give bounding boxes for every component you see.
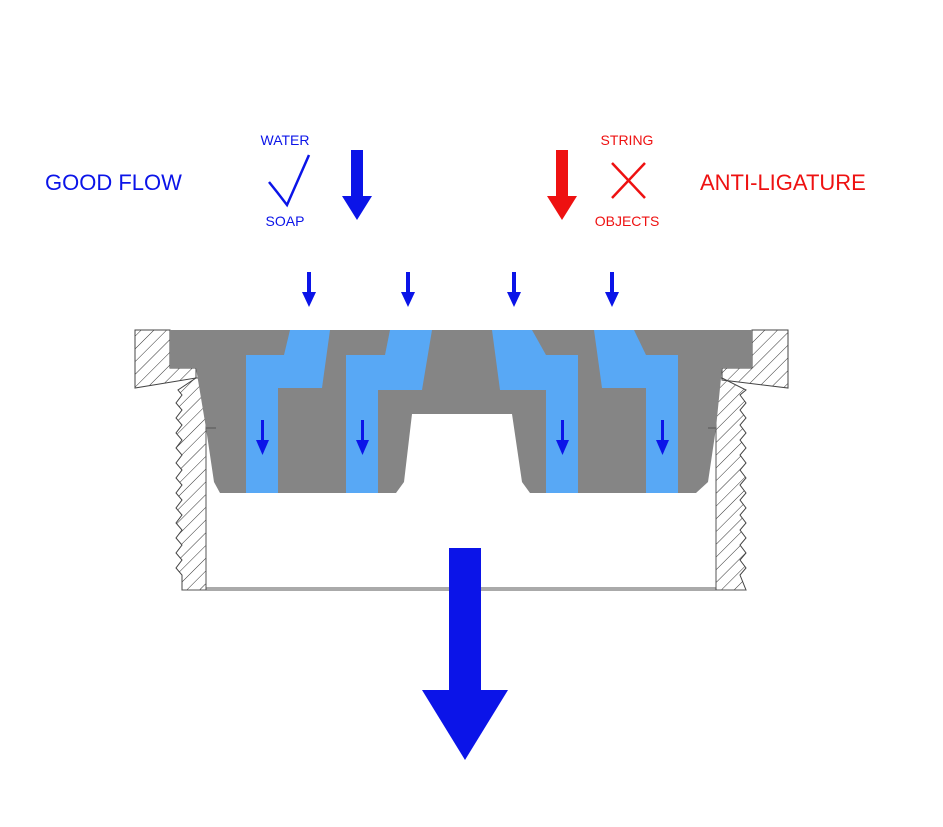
water-channel-1	[246, 330, 330, 493]
string-label: STRING	[600, 132, 654, 148]
arrow-down-icon	[302, 272, 316, 307]
arrow-down-icon	[356, 420, 369, 455]
soap-label: SOAP	[265, 213, 305, 229]
check-icon	[268, 154, 311, 208]
anti-ligature-label: ANTI-LIGATURE	[700, 170, 866, 195]
grate-centre-pocket	[396, 414, 530, 493]
arrow-down-icon	[605, 272, 619, 307]
water-channel-2	[346, 330, 432, 493]
inlet-arrows	[302, 272, 619, 307]
arrow-down-icon	[656, 420, 669, 455]
water-label: WATER	[260, 132, 310, 148]
arrow-down-icon	[507, 272, 521, 307]
good-flow-label: GOOD FLOW	[45, 170, 182, 195]
housing-right-thread-wall	[715, 377, 747, 591]
arrow-down-icon	[401, 272, 415, 307]
channel-arrows	[256, 420, 669, 455]
objects-label: OBJECTS	[594, 213, 660, 229]
water-channel-3	[492, 330, 578, 493]
arrow-down-icon	[256, 420, 269, 455]
arrow-down-icon	[342, 150, 372, 220]
outflow-arrow-icon	[422, 548, 508, 760]
arrow-down-icon	[556, 420, 569, 455]
outer-housing	[134, 329, 789, 591]
water-channel-4	[594, 330, 678, 493]
housing-left-thread-wall	[175, 377, 207, 591]
cross-icon	[611, 162, 646, 199]
water-channels	[246, 330, 678, 493]
arrow-down-icon	[547, 150, 577, 220]
